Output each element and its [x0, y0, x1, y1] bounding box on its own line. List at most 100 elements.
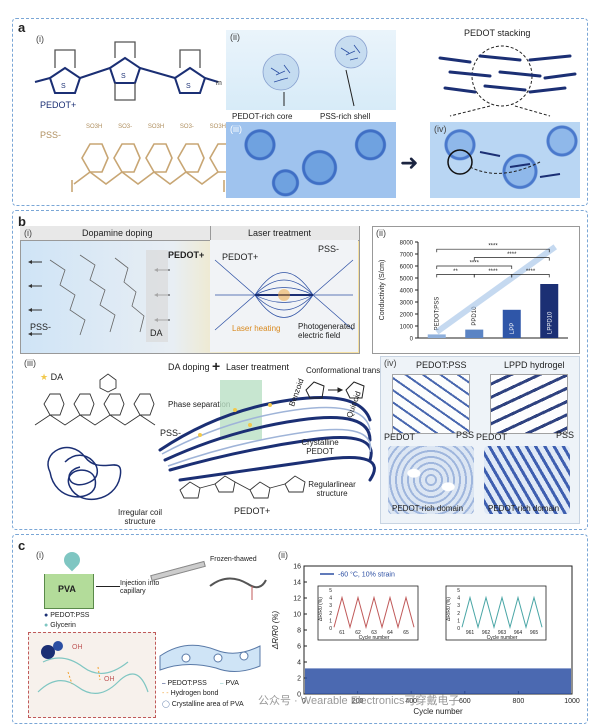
svg-text:S: S: [121, 73, 126, 80]
pva-beaker: [44, 574, 94, 609]
dot-icon: ●: [44, 612, 49, 619]
bar: [502, 309, 521, 338]
pss-minus-label: PSS-: [40, 130, 62, 140]
b-ii-label: (ii): [376, 228, 386, 238]
da-legend-text: DA: [50, 372, 64, 382]
laser-title: Laser treatment: [248, 228, 312, 238]
x-axis-label: Cycle number: [413, 707, 463, 716]
irregular-label: Irregular coil structure: [110, 508, 170, 526]
inset-x-tick-label: 965: [530, 630, 539, 636]
inset-y-tick-label: 0: [329, 626, 332, 632]
bar: [427, 334, 446, 338]
y-tick-label: 12: [293, 596, 301, 603]
b-iv-label: (iv): [384, 358, 397, 368]
legend-pedotpss-text: PEDOT:PSS: [167, 680, 207, 687]
pss-iv-right: PSS: [556, 430, 575, 440]
dopamine-title: Dopamine doping: [82, 228, 153, 238]
inset-x-tick-label: 64: [387, 630, 393, 636]
x-tick-label: 400: [405, 698, 417, 705]
inset-y-tick-label: 0: [457, 626, 460, 632]
svg-text:S: S: [186, 83, 191, 90]
y-tick-label: 3000: [400, 301, 414, 307]
so3h-group: SO3H: [209, 124, 226, 130]
inset-y-tick-label: 4: [457, 596, 460, 602]
pedotpss-legend-text: PEDOT:PSS: [50, 612, 90, 619]
subscript-m: m: [216, 80, 222, 87]
legend-pva-text: PVA: [225, 680, 239, 687]
right-arrow-icon: ➜: [400, 150, 419, 175]
pss-backbone: [34, 373, 156, 426]
rich-domain-left: PEDOT-rich domain: [392, 504, 464, 513]
pss-chain-structure: [71, 143, 229, 192]
y-tick-label: 7000: [400, 253, 414, 259]
inset-x-axis-label: Cycle number: [359, 635, 390, 641]
x-tick-label: 800: [513, 698, 525, 705]
y-tick-label: 4: [297, 660, 301, 667]
significance-label: ****: [470, 261, 480, 267]
line-icon: ⎯: [162, 680, 166, 687]
bar: [540, 284, 559, 338]
core-shell-particles: [262, 35, 368, 107]
laser-field-diagram: [210, 240, 358, 352]
significance-bracket: [511, 274, 550, 278]
iv-left-cube: [392, 374, 470, 434]
pedot-iv-right: PEDOT: [476, 432, 508, 442]
pedot-plus-iii: PEDOT+: [234, 506, 271, 516]
bar-label: PEDOT:PSS: [435, 297, 441, 331]
stacking-label: PEDOT stacking: [464, 28, 531, 38]
series-band: [305, 668, 571, 694]
legend-cryst-text: Crystalline area of PVA: [171, 701, 244, 708]
core-label: PEDOT-rich core: [232, 112, 293, 121]
c-i-label: (i): [36, 550, 44, 560]
rich-domain-right: PEDOT-rich domain: [488, 504, 560, 513]
significance-label: ****: [488, 269, 498, 275]
y-axis-label: Conductivity (S/cm): [379, 260, 386, 321]
inset-y-axis-label: ΔR/R0 (%): [318, 597, 324, 621]
pedot-plus-label: PEDOT+: [40, 100, 77, 110]
y-tick-label: 4000: [400, 289, 414, 295]
inset-y-tick-label: 2: [457, 611, 460, 617]
inset-x-tick-label: 62: [355, 630, 361, 636]
bar: [465, 329, 484, 338]
so3h-group: SO3H: [86, 124, 103, 130]
phase-sep-label: Phase separation: [168, 400, 231, 409]
so3h-row: SO3H SO3- SO3H SO3- SO3H: [86, 124, 226, 130]
a-iv-overlay: [447, 149, 561, 178]
star-icon: ★: [40, 372, 49, 382]
x-tick-label: 1000: [564, 698, 580, 705]
significance-label: **: [453, 269, 458, 275]
legend-hbond-text: Hydrogen bond: [170, 690, 219, 697]
pedot-iv-left: PEDOT: [384, 432, 416, 442]
panel-b-frame: [12, 210, 588, 530]
panel-c-frame: [12, 534, 588, 724]
y-tick-label: 8: [297, 628, 301, 635]
inset-x-tick-label: 63: [371, 630, 377, 636]
iv-right-title: LPPD hydrogel: [504, 360, 565, 370]
crystalline-fibers: [158, 396, 376, 482]
watermark: 公众号 · Wearable Electronics可穿戴电子: [258, 695, 460, 707]
arrow-1-icon: [96, 586, 120, 587]
inset-y-tick-label: 1: [329, 618, 332, 624]
pva-label: PVA: [58, 584, 76, 594]
y-tick-label: 2: [297, 676, 301, 683]
a-ii-label: (ii): [230, 32, 240, 42]
inset-y-tick-label: 3: [457, 603, 460, 609]
inset-y-tick-label: 3: [329, 603, 332, 609]
pedotpss-legend-c: ● PEDOT:PSS: [44, 612, 89, 619]
inset-x-tick-label: 963: [498, 630, 507, 636]
y-tick-label: 5000: [400, 277, 414, 283]
iv-left-title: PEDOT:PSS: [416, 360, 467, 370]
da-legend: ★ DA: [40, 372, 63, 383]
inset-y-axis-label: ΔR/R0 (%): [446, 597, 452, 621]
significance-label: ****: [488, 244, 498, 250]
line-icon: ⎯: [220, 680, 224, 687]
inset-x-tick-label: 961: [466, 630, 475, 636]
inset-y-tick-label: 5: [457, 588, 460, 594]
irregular-text: Irregular coil structure: [117, 508, 162, 526]
legend-cryst-c: ◯ Crystalline area of PVA: [162, 700, 244, 708]
dopamine-diagram: [28, 250, 170, 342]
y-tick-label: 14: [293, 580, 301, 587]
fiber-coil-icon: [209, 577, 267, 600]
